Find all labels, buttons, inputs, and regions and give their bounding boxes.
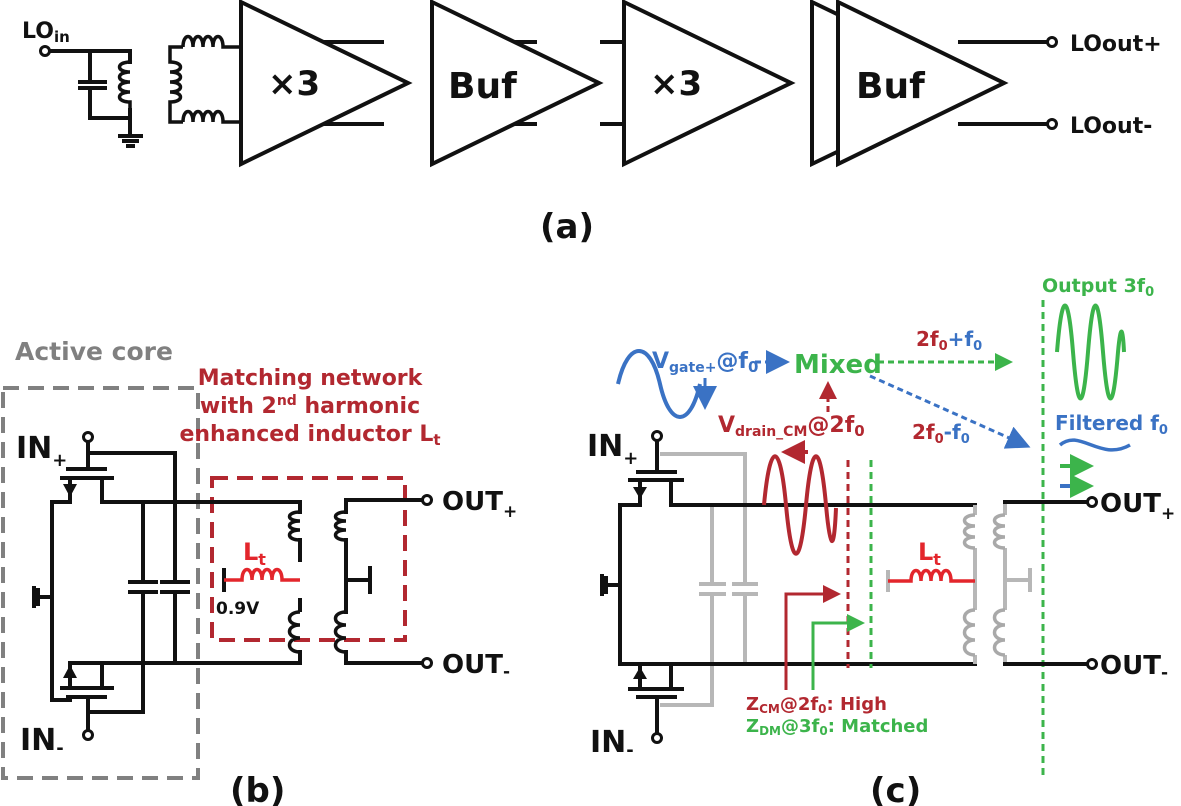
out-minus-label: OUT- xyxy=(1100,651,1168,683)
block-tripler-2: ×3 xyxy=(622,0,796,168)
block-buf-a: Buf xyxy=(430,0,604,168)
matching-title-line-3: enhanced inductor Lt xyxy=(179,422,440,449)
lo-out-minus-terminal xyxy=(1046,118,1058,130)
mixed-label: Mixed xyxy=(794,350,882,380)
transistor-minus-wiring xyxy=(628,662,977,738)
gate-signal-waveform xyxy=(616,349,702,419)
matching-title-line-1: Matching network xyxy=(198,366,424,391)
top-series-coil xyxy=(181,34,241,49)
output-3f0-waveform xyxy=(1055,303,1126,401)
source-arrow-icon xyxy=(633,487,647,499)
difference-frequency-arrow xyxy=(869,374,1031,449)
lt-inductor xyxy=(888,568,975,583)
panel-c: Vgate+@f0 Mixed Vdrain_CM@2f0 2f0+f0 2f0… xyxy=(587,275,1175,806)
out-plus-terminal xyxy=(1086,496,1098,508)
zdm-pointer-arrow xyxy=(811,614,865,690)
primary-coil xyxy=(962,513,976,657)
cross-coupled-capacitors xyxy=(128,498,190,667)
zcm-label: ZCM@2f0: High xyxy=(746,694,887,716)
ground-icon xyxy=(600,574,608,596)
output-wiring xyxy=(1003,500,1087,666)
caption-b: (b) xyxy=(230,771,285,806)
lo-out-plus-terminal xyxy=(1046,36,1058,48)
in-minus-terminal xyxy=(82,729,94,741)
lo-in-wiring xyxy=(48,49,132,120)
lo-out-minus-label: LOout- xyxy=(1070,114,1152,139)
transistor-minus-wiring xyxy=(60,661,302,737)
secondary-coil xyxy=(168,45,183,124)
block-buffer xyxy=(0,0,384,2)
in-minus-label: IN- xyxy=(20,723,64,759)
block-buf-b: Buf xyxy=(810,0,1009,168)
in-plus-label: IN+ xyxy=(16,431,67,471)
panel-b: Active core Matching network with 2nd ha… xyxy=(1,337,517,806)
input-capacitor xyxy=(78,80,107,90)
zdm-label: ZDM@3f0: Matched xyxy=(746,716,928,738)
caption-c: (c) xyxy=(870,771,921,806)
source-arrow-icon xyxy=(63,484,77,497)
block-label: Buf xyxy=(856,66,925,107)
lo-in-label: LOin xyxy=(22,19,70,46)
out-plus-label: OUT+ xyxy=(1100,489,1175,524)
in-minus-label: IN- xyxy=(590,725,634,761)
in-minus-terminal xyxy=(651,732,663,744)
out-minus-terminal xyxy=(421,657,433,669)
source-arrow-icon xyxy=(633,667,647,679)
out-minus-terminal xyxy=(1086,658,1098,670)
source-arrow-icon xyxy=(63,665,77,678)
ground-icon xyxy=(118,116,143,148)
out-minus-label: OUT- xyxy=(442,650,510,682)
filtered-label: Filtered f0 xyxy=(1055,411,1168,438)
block-label: ×3 xyxy=(650,64,702,104)
lt-inductor xyxy=(224,567,300,582)
secondary-coil xyxy=(992,513,1006,657)
block-tripler-1: ×3 xyxy=(239,0,413,168)
primary-coil xyxy=(287,510,301,654)
gray-transformer-wiring xyxy=(886,502,1032,664)
bias-voltage-label: 0.9V xyxy=(216,599,260,619)
gray-cross-coupled-wiring xyxy=(660,452,758,707)
sum-label: 2f0+f0 xyxy=(916,327,982,354)
zcm-pointer-arrow xyxy=(784,585,841,690)
in-plus-label: IN+ xyxy=(587,429,638,469)
lt-label: Lt xyxy=(243,538,266,569)
block-buffer-1-real xyxy=(0,0,382,2)
output-label: Output 3f0 xyxy=(1042,275,1154,300)
matching-network-box xyxy=(210,476,407,642)
out-plus-label: OUT+ xyxy=(442,487,517,522)
primary-coil xyxy=(117,60,132,110)
vdrain-label: Vdrain_CM@2f0 xyxy=(718,413,865,440)
matching-title-line-2: with 2nd harmonic xyxy=(200,393,420,419)
lt-label: Lt xyxy=(918,538,941,569)
secondary-coil xyxy=(333,510,347,654)
panel-a: LOin ×3 xyxy=(0,0,1162,247)
difference-label: 2f0-f0 xyxy=(912,420,970,447)
out-plus-terminal xyxy=(421,494,433,506)
transformer-wiring xyxy=(298,498,422,665)
drain-2f0-waveform xyxy=(762,454,838,556)
block-label: ×3 xyxy=(268,64,320,104)
bottom-series-coil xyxy=(181,109,241,124)
ground-icon xyxy=(32,586,40,608)
active-core-box xyxy=(1,386,200,780)
caption-a: (a) xyxy=(540,207,594,247)
filtered-f0-waveform xyxy=(1058,438,1131,452)
block-label: Buf xyxy=(448,66,517,107)
lo-out-plus-label: LOout+ xyxy=(1070,32,1162,57)
vgate-label: Vgate+@f0 xyxy=(652,349,758,376)
active-core-label: Active core xyxy=(15,337,173,366)
